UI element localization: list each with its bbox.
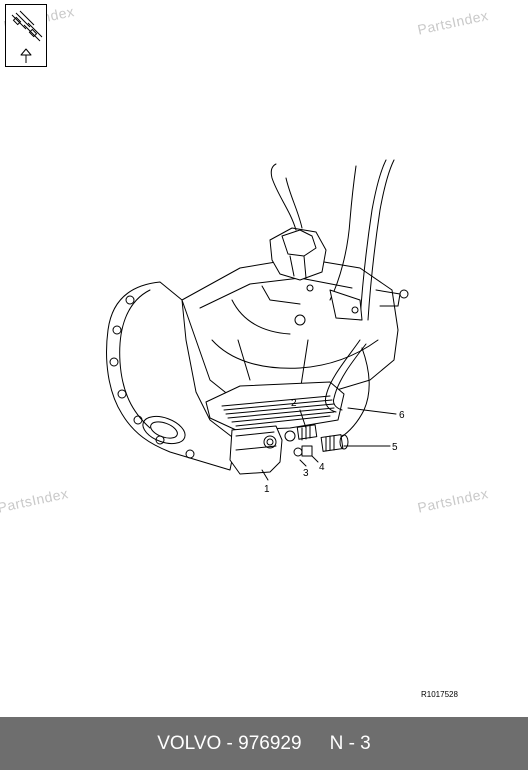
reference-code: R1017528	[421, 690, 458, 699]
gearbox-diagram: 1 2 3 4 5 6	[106, 159, 409, 495]
leader-3	[299, 459, 307, 467]
oil-pipe	[325, 339, 361, 413]
housing-opening	[142, 415, 186, 445]
callout-4: 4	[319, 462, 325, 473]
callout-5: 5	[392, 442, 398, 453]
part-5-fitting	[320, 434, 349, 452]
control-cable-mid	[329, 165, 357, 301]
leader-2	[299, 409, 307, 429]
callout-2: 2	[291, 398, 297, 409]
footer-bar: VOLVO - 976929 N - 3	[0, 717, 528, 770]
part-2-connector	[284, 424, 318, 442]
view-direction-icon	[11, 10, 43, 63]
footer-part-label: VOLVO - 976929	[157, 732, 302, 754]
leader-4	[311, 455, 319, 463]
bell-housing	[106, 281, 237, 471]
shift-housing	[269, 227, 327, 281]
control-cable-left	[270, 163, 297, 231]
leader-6	[347, 407, 397, 415]
orientation-icon-box	[5, 4, 47, 67]
oil-pan-ribs	[221, 395, 335, 427]
callout-1: 1	[264, 484, 270, 495]
control-cable-right	[359, 159, 387, 321]
part-1-valve-housing	[229, 425, 283, 475]
part-3-fitting	[293, 445, 313, 457]
leader-1	[261, 469, 269, 481]
callout-6: 6	[399, 410, 405, 421]
callout-3: 3	[303, 468, 309, 479]
footer-section: N - 3	[329, 732, 371, 754]
